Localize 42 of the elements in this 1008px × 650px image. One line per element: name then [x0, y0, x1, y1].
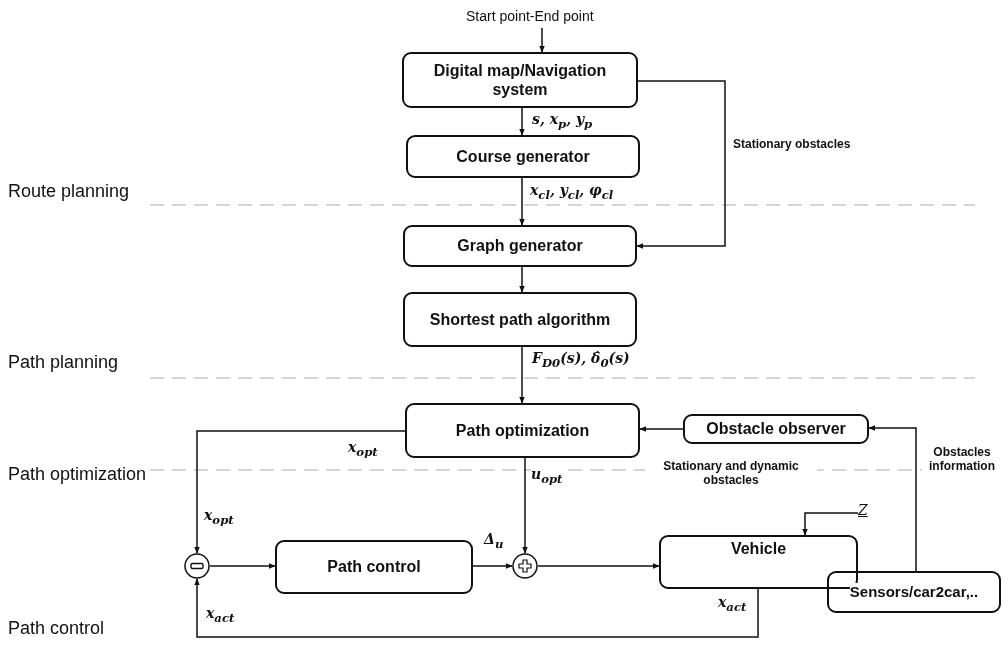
arrow — [194, 578, 759, 638]
arrow — [868, 425, 917, 572]
process-box — [402, 52, 638, 108]
section-label: Path control — [8, 618, 105, 639]
process-box — [403, 225, 637, 267]
arrow — [209, 563, 276, 569]
summing-junction — [512, 553, 538, 579]
process-box — [275, 540, 473, 594]
arrow — [802, 512, 859, 536]
edge-label: Stationary obstacles — [733, 138, 851, 152]
arrow — [537, 563, 660, 569]
arrow — [539, 27, 545, 53]
arrow — [519, 107, 525, 136]
box-label: Obstacle observer — [706, 419, 846, 439]
disturbance-label: Z — [858, 502, 868, 518]
arrow — [519, 346, 525, 404]
arrow — [636, 80, 726, 249]
section-label: Route planning — [8, 181, 130, 202]
box-label: Graph generator — [457, 236, 583, 256]
process-box — [827, 571, 1001, 613]
section-label: Path optimization — [8, 464, 147, 485]
arrow — [472, 563, 513, 569]
input-label: Start point-End point — [466, 8, 594, 24]
edge-label: u$_{opt}$ — [531, 466, 563, 487]
process-box — [405, 403, 640, 458]
process-box — [403, 292, 637, 347]
box-label: Shortest path algorithm — [429, 309, 611, 330]
arrow — [519, 177, 525, 226]
arrow — [519, 266, 525, 293]
arrow — [194, 430, 406, 554]
arrow — [522, 457, 528, 554]
summing-junction — [184, 553, 210, 579]
box-label: Path control — [327, 557, 421, 577]
box-label: Vehicle — [730, 539, 787, 559]
process-box — [406, 135, 640, 178]
box-label: Course generator — [456, 146, 590, 167]
section-label: Path planning — [8, 352, 119, 373]
process-box — [683, 414, 869, 444]
box-label: Digital map/Navigation system — [432, 60, 608, 100]
box-label: Path optimization — [455, 420, 590, 441]
arrow — [639, 426, 684, 432]
box-label: Sensors/car2car,.. — [849, 583, 979, 601]
